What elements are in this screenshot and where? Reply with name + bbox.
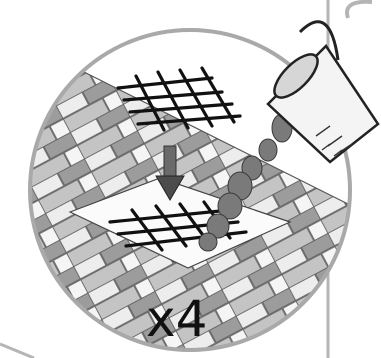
corner-fragment (347, 2, 372, 18)
corner-fragment-bottom (0, 344, 34, 358)
multiplier-label: x4 (146, 290, 207, 348)
